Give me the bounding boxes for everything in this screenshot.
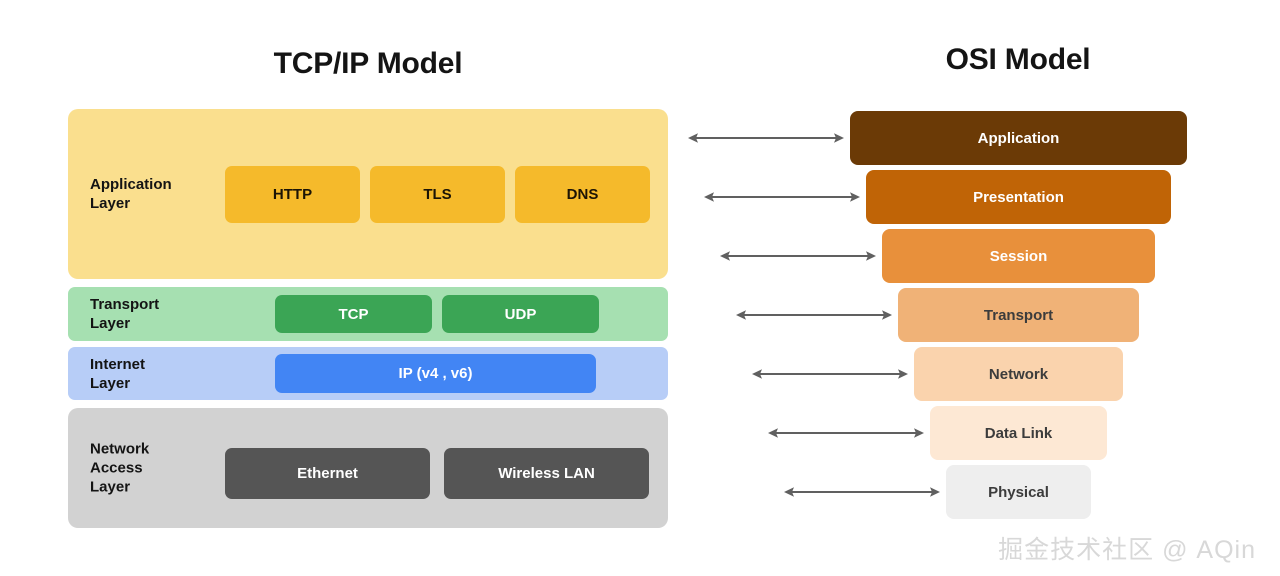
tcpip-layer-transport-label: Transport Layer	[90, 295, 160, 332]
osi-layer-network[interactable]: Network	[914, 347, 1123, 401]
protocol-box-ip[interactable]: IP (v4 , v6)	[275, 354, 596, 393]
osi-layer-label: Session	[989, 247, 1048, 265]
watermark-text: 掘金技术社区 @ AQin	[998, 536, 1256, 564]
connector-arrow-1	[688, 131, 844, 145]
protocol-box-http[interactable]: HTTP	[225, 166, 360, 223]
osi-model-title: OSI Model	[945, 43, 1091, 76]
tcpip-internet-protocols: IP (v4 , v6)	[275, 354, 596, 393]
tcpip-transport-protocols: TCP UDP	[275, 295, 599, 333]
tcpip-layer-network-access-label: Network Access Layer	[90, 440, 150, 496]
protocol-box-ethernet[interactable]: Ethernet	[225, 448, 430, 499]
osi-layer-label: Data Link	[984, 424, 1053, 442]
osi-layer-transport[interactable]: Transport	[898, 288, 1139, 342]
protocol-box-wireless-lan[interactable]: Wireless LAN	[444, 448, 649, 499]
osi-layer-label: Presentation	[973, 188, 1064, 206]
tcpip-network-access-protocols: Ethernet Wireless LAN	[225, 448, 649, 499]
connector-arrow-2	[704, 190, 860, 204]
osi-layer-presentation[interactable]: Presentation	[866, 170, 1171, 224]
osi-layer-label: Transport	[983, 306, 1054, 324]
connector-arrow-3	[720, 249, 876, 263]
tcpip-layer-internet-label: Internet Layer	[90, 355, 146, 392]
osi-layer-label: Network	[988, 365, 1049, 383]
osi-layer-label: Physical	[988, 483, 1049, 501]
connector-arrow-6	[768, 426, 924, 440]
connector-arrow-7	[784, 485, 940, 499]
protocol-box-dns[interactable]: DNS	[515, 166, 650, 223]
tcpip-application-protocols: HTTP TLS DNS	[225, 166, 650, 223]
protocol-box-tcp[interactable]: TCP	[275, 295, 432, 333]
protocol-box-tls[interactable]: TLS	[370, 166, 505, 223]
osi-layer-application[interactable]: Application	[850, 111, 1187, 165]
connector-arrow-4	[736, 308, 892, 322]
protocol-box-udp[interactable]: UDP	[442, 295, 599, 333]
osi-layer-data-link[interactable]: Data Link	[930, 406, 1107, 460]
connector-arrow-5	[752, 367, 908, 381]
osi-layer-physical[interactable]: Physical	[946, 465, 1091, 519]
tcpip-model-title: TCP/IP Model	[273, 47, 463, 80]
osi-layer-label: Application	[977, 129, 1060, 147]
osi-layer-session[interactable]: Session	[882, 229, 1155, 283]
tcpip-layer-application-label: Application Layer	[90, 175, 172, 212]
